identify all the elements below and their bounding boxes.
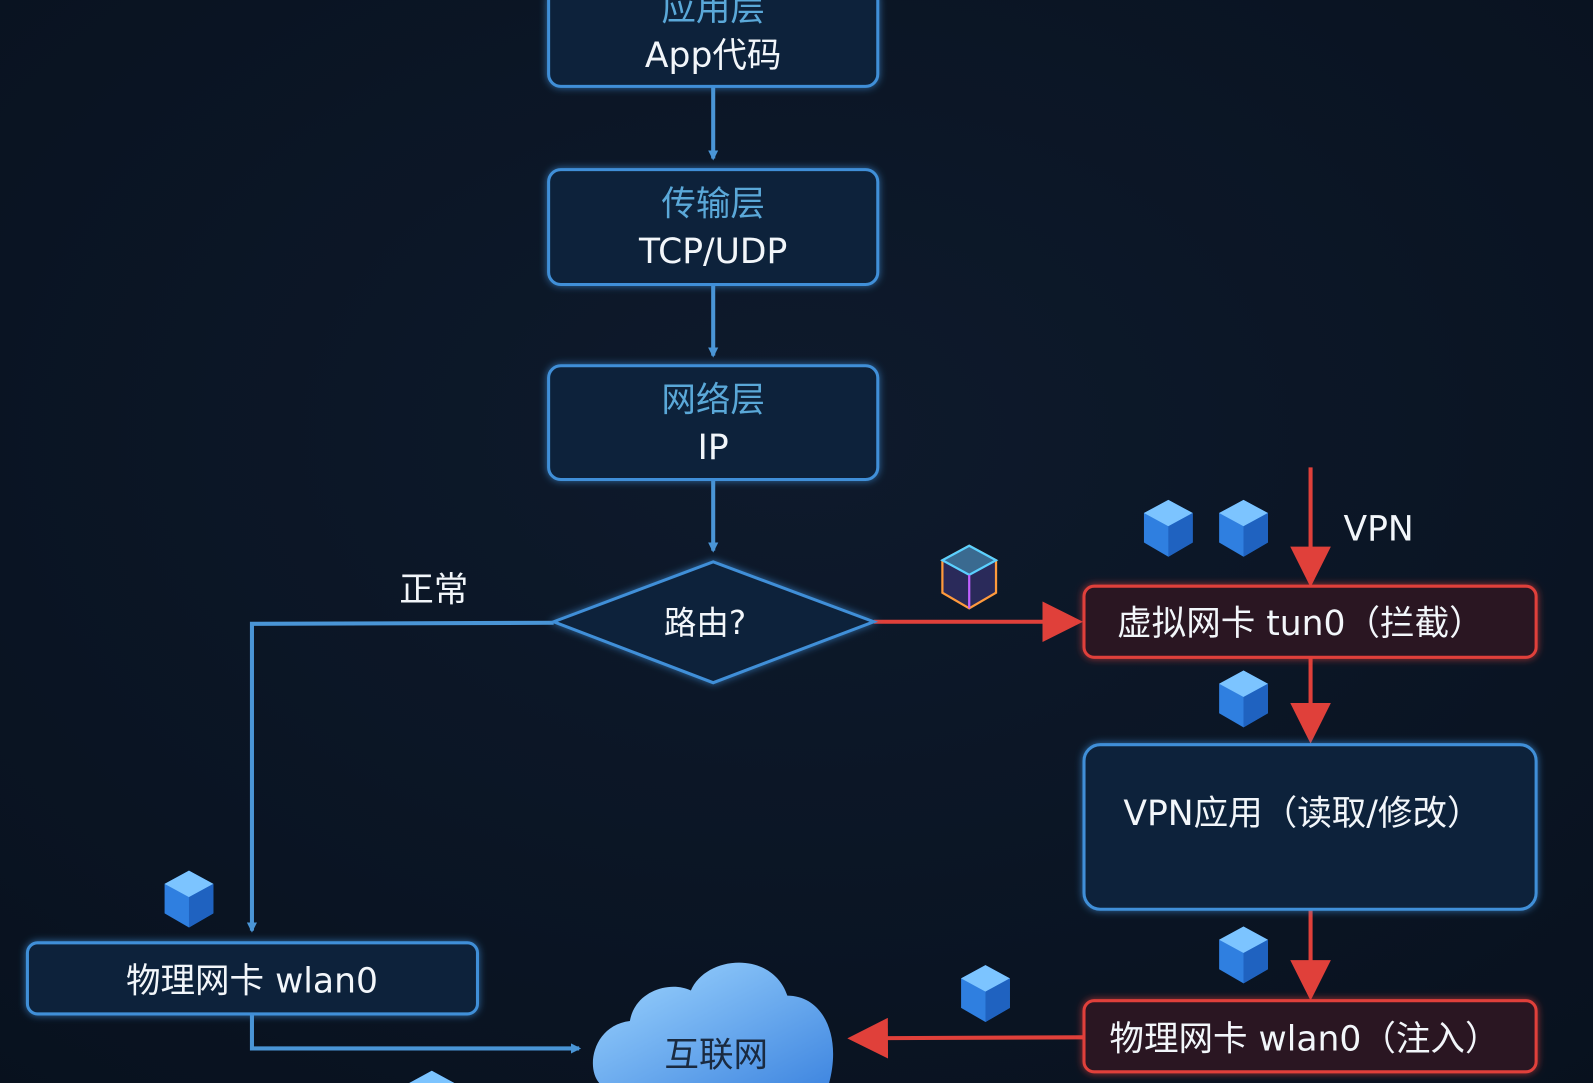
arrow-inject-to-internet (847, 1017, 1084, 1059)
physical-nic-inject-label: 物理网卡 wlan0（注入） (1109, 1019, 1499, 1059)
app-layer-subtitle: App代码 (645, 36, 782, 76)
internet-label: 互联网 (664, 1036, 768, 1076)
virtual-nic-node: 虚拟网卡 tun0（拦截） (1082, 584, 1538, 659)
app-layer-title: 应用层 (661, 0, 765, 29)
network-layer-title: 网络层 (661, 380, 765, 420)
edge-label-vpn: VPN (1343, 509, 1413, 549)
transport-layer-title: 传输层 (661, 184, 765, 224)
vpn-app-label: VPN应用（读取/修改） (1123, 794, 1481, 834)
physical-nic-inject-node: 物理网卡 wlan0（注入） (1082, 999, 1538, 1074)
physical-nic-node: 物理网卡 wlan0 (25, 941, 480, 1016)
edge-label-normal: 正常 (399, 570, 468, 610)
physical-nic-label: 物理网卡 wlan0 (126, 962, 378, 1002)
transport-layer-node: 传输层 TCP/UDP (547, 168, 880, 286)
transport-layer-subtitle: TCP/UDP (638, 232, 787, 272)
network-layer-node: 网络层 IP (547, 364, 880, 482)
arrow-wlan0-to-internet (249, 1014, 582, 1054)
virtual-nic-label: 虚拟网卡 tun0（拦截） (1117, 604, 1484, 644)
packet-cube-modified-icon (940, 544, 999, 610)
vpn-app-node: VPN应用（读取/修改） (1082, 743, 1538, 911)
network-layer-subtitle: IP (698, 428, 729, 468)
routing-decision-node: 路由? (549, 560, 879, 685)
arrow-normal-to-wlan0 (246, 620, 554, 933)
app-layer-node: 应用层 App代码 (547, 0, 880, 88)
internet-cloud: 互联网 (592, 962, 834, 1083)
routing-decision-label: 路由? (664, 604, 746, 642)
